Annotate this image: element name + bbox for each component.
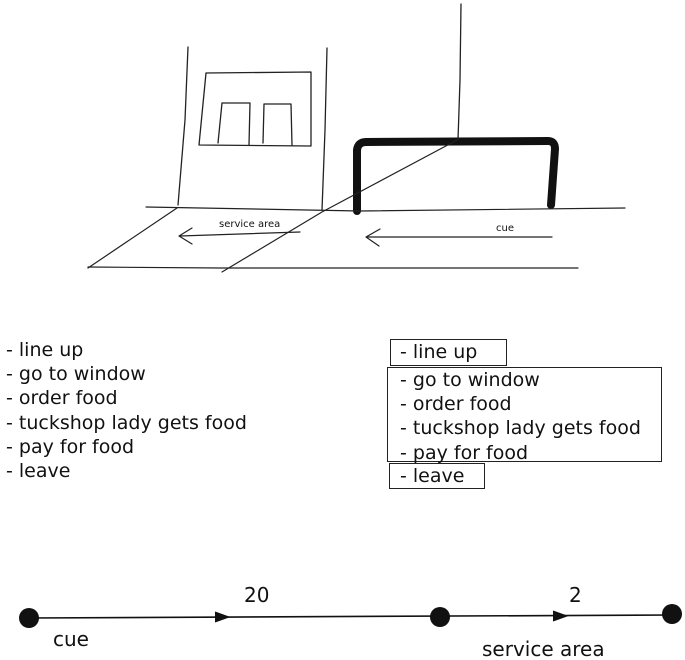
building-tall-line [457,3,462,141]
sketch-service-area-label: service area [219,219,280,230]
timeline [19,604,682,628]
timeline-start-label: cue [53,627,89,651]
step-item: - line up [6,339,84,361]
arrival-group-box: - line up [390,339,507,366]
step-item: - order food [6,387,118,410]
step-item: - tuckshop lady gets food [6,411,247,434]
arrow-cue [365,228,553,247]
building-left-wall [177,46,189,206]
step-item: - go to window [6,363,146,386]
timeline-value-2: 2 [569,583,582,607]
timeline-value-1: 20 [244,583,269,607]
service-step: - go to window [400,369,540,391]
service-group-box: - go to window - order food - tuckshop l… [387,367,662,464]
window-pane-right [262,103,293,146]
timeline-arrow-1 [214,611,231,623]
ground-line-bottom [87,266,579,269]
timeline-line [28,614,673,619]
departure-step: - leave [400,465,465,487]
path-diagonal-left [87,207,178,269]
step-item: - pay for food [6,435,135,458]
step-item: - leave [6,460,71,483]
arrow-service-area [178,227,301,245]
building-right-wall [321,47,328,211]
window-pane-left [217,102,251,146]
arrival-step: - line up [400,341,478,363]
path-diagonal-right [221,138,460,273]
sketch-cue-label: cue [496,223,514,234]
tuckshop-sketch [87,3,626,273]
departure-group-box: - leave [389,463,485,489]
service-step: - pay for food [400,441,529,464]
steps-list: - line up - go to window - order food - … [6,338,247,483]
timeline-node-middle [430,607,450,627]
queue-rail [353,137,559,215]
timeline-end-label: service area [482,637,605,660]
service-step: - tuckshop lady gets food [400,417,641,440]
service-step: - order food [400,393,512,416]
timeline-arrow-2 [552,610,569,622]
window-frame [198,71,312,147]
timeline-node-end [662,604,682,624]
ground-line-top [145,206,626,212]
timeline-node-start [19,608,39,628]
